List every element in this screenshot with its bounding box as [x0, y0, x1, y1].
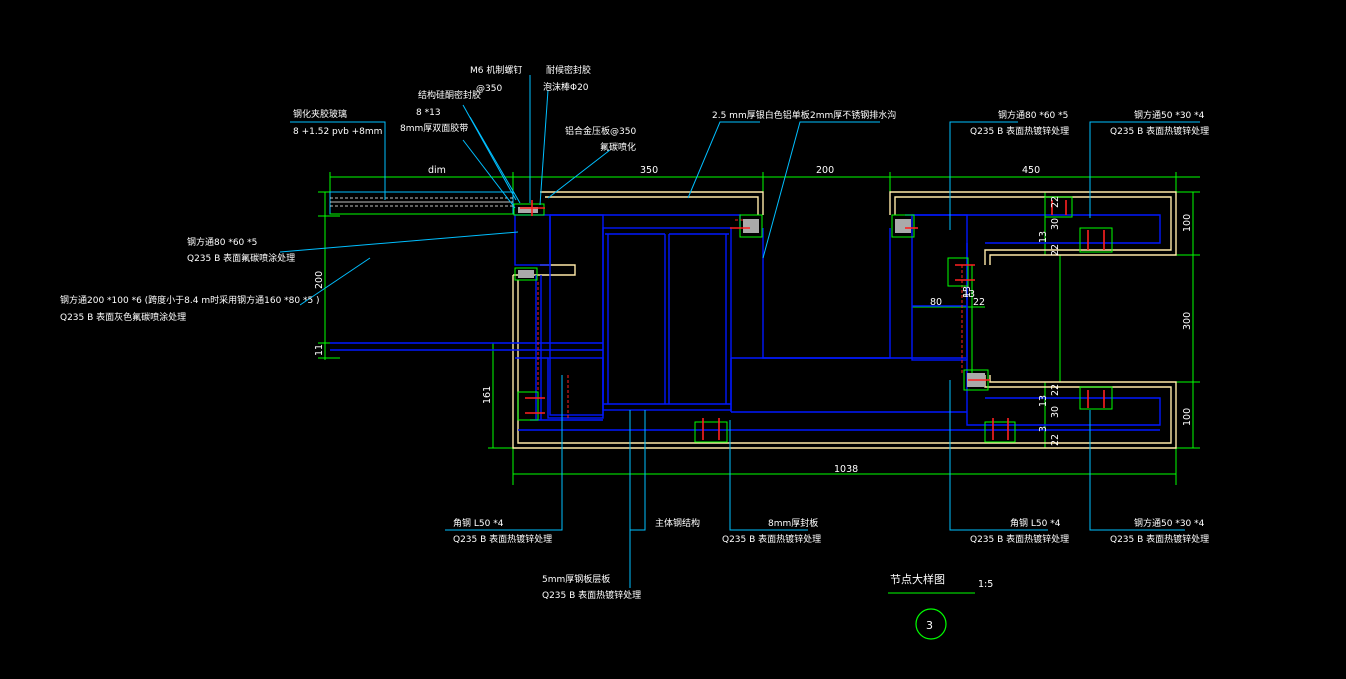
dim-200-left: 200	[314, 271, 325, 289]
dim-1038: 1038	[834, 464, 858, 475]
gaskets	[513, 196, 1113, 443]
dim-450: 450	[1022, 165, 1040, 176]
drawing-scale: 1:5	[978, 579, 993, 590]
gasket-left-mid	[514, 267, 538, 281]
label-tube80-left-spec: Q235 B 表面氟碳喷涂处理	[187, 252, 295, 264]
label-steel5-spec: Q235 B 表面热镀锌处理	[542, 589, 641, 601]
label-angle-left: 角钢 L50 *4	[453, 517, 504, 529]
label-size-8x13: 8 *13	[416, 108, 441, 118]
label-steel5: 5mm厚钢板层板	[542, 573, 610, 585]
label-double-tape: 8mm厚双面胶带	[400, 122, 468, 134]
label-tube50-top: 钢方通50 *30 *4	[1134, 109, 1205, 121]
dim-13a: 13	[962, 286, 973, 298]
dim-13-b1: 13	[1038, 395, 1049, 407]
laminated-glass	[329, 191, 514, 215]
drawing-number-circle	[915, 608, 947, 640]
drawing-number: 3	[926, 619, 933, 632]
gasket-top-left	[513, 203, 545, 216]
label-sealant-top: 耐候密封胶	[546, 64, 591, 76]
dim-350: 350	[640, 165, 658, 176]
drawing-title: 节点大样图	[890, 572, 945, 586]
dim-13-t1: 13	[1038, 231, 1049, 243]
label-tube50-bot-spec: Q235 B 表面热镀锌处理	[1110, 533, 1209, 545]
label-plate8: 8mm厚封板	[768, 517, 818, 529]
dimension-lines	[318, 172, 1200, 485]
label-structural-sealant: 结构硅酮密封胶	[418, 89, 481, 101]
dim-300: 300	[1182, 312, 1193, 330]
label-main-steel: 主体钢结构	[655, 517, 700, 529]
label-alu-finish: 氟碳喷化	[600, 141, 636, 153]
dim-200: 200	[816, 165, 834, 176]
dim-3-b1: 3	[1038, 426, 1049, 432]
dim-100-top: 100	[1182, 214, 1193, 232]
label-tube200-spec: Q235 B 表面灰色氟碳喷涂处理	[60, 311, 186, 323]
dim-30-t1: 30	[1050, 218, 1061, 230]
label-angle-left-spec: Q235 B 表面热镀锌处理	[453, 533, 552, 545]
anchor-plates	[517, 196, 1113, 443]
sealant-lines	[537, 219, 963, 418]
label-angle-right-spec: Q235 B 表面热镀锌处理	[970, 533, 1069, 545]
label-alu-panel: 2.5 mm厚银白色铝单板	[712, 109, 810, 121]
label-foam-rod: 泡沫棒Φ20	[543, 81, 589, 93]
annotation-labels: M6 机制螺钉 @350 耐候密封胶 泡沫棒Φ20 结构硅酮密封胶 8 *13 …	[60, 64, 1209, 601]
label-plate8-spec: Q235 B 表面热镀锌处理	[722, 533, 821, 545]
dim-161: 161	[482, 386, 493, 404]
label-tube80-top-spec: Q235 B 表面热镀锌处理	[970, 125, 1069, 137]
label-tube200: 钢方通200 *100 *6 (跨度小于8.4 m时采用钢方通160 *80 *…	[60, 294, 320, 306]
bolt-markers	[520, 200, 1105, 440]
label-alu-press: 铝合金压板@350	[565, 125, 636, 137]
dim-13-mid: 13	[963, 289, 975, 300]
label-m6-bolt: M6 机制螺钉	[470, 64, 522, 76]
dim-22-b2: 22	[1050, 434, 1061, 446]
label-glass-title: 钢化夹胶玻璃	[293, 108, 347, 120]
dim-30-b1: 30	[1050, 406, 1061, 418]
gasket-panel-mid	[739, 214, 763, 238]
dimension-texts: dim 350 200 450 1038 200 161 11 80 22 13…	[314, 165, 1193, 475]
steel-structure	[330, 214, 1161, 431]
label-angle-right: 角钢 L50 *4	[1010, 517, 1061, 529]
label-tube50-top-spec: Q235 B 表面热镀锌处理	[1110, 125, 1209, 137]
label-ss-gutter: 2mm厚不锈钢排水沟	[810, 109, 896, 121]
label-tube50-bot: 钢方通50 *30 *4	[1134, 517, 1205, 529]
label-tube80-top: 钢方通80 *60 *5	[998, 109, 1068, 121]
label-m6-spacing: @350	[476, 84, 502, 94]
dim-11: 11	[314, 344, 325, 356]
title-block: 节点大样图 1:5 3	[888, 572, 993, 640]
dim-22-t1: 22	[1050, 196, 1061, 208]
dim-100-bot: 100	[1182, 408, 1193, 426]
gasket-right-top	[891, 214, 915, 238]
dim-22-b1: 22	[1050, 384, 1061, 396]
label-tube80-left: 钢方通80 *60 *5	[187, 236, 257, 248]
dim-22a: 22	[973, 297, 985, 308]
dim-top-left: dim	[428, 165, 446, 176]
dim-22-t2: 22	[1050, 244, 1061, 256]
leader-lines	[279, 75, 1200, 588]
label-glass-spec: 8 +1.52 pvb +8mm	[293, 127, 382, 137]
dim-80: 80	[930, 297, 942, 308]
